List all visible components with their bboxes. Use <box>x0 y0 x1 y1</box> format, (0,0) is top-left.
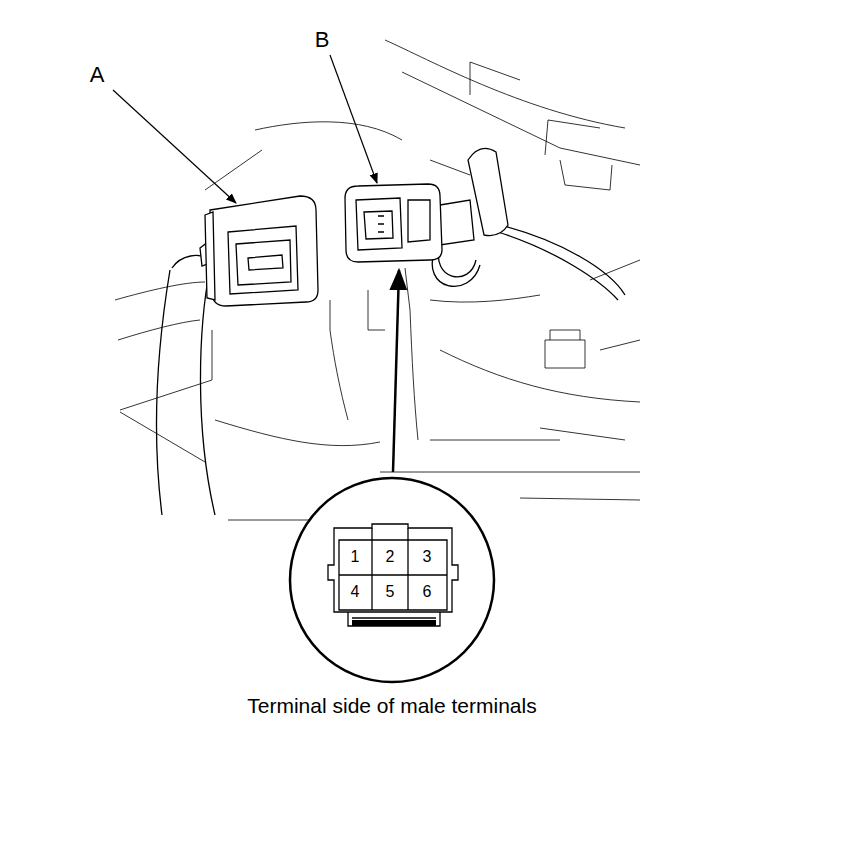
background-lines <box>115 40 640 520</box>
pin-number: 4 <box>351 584 360 600</box>
pin-number: 1 <box>351 549 360 565</box>
pin-number: 2 <box>386 549 395 565</box>
connector-a <box>157 196 318 515</box>
caption: Terminal side of male terminals <box>247 695 536 716</box>
part-letter: A <box>90 64 105 86</box>
connector-b <box>345 148 625 300</box>
leader-lines <box>113 55 377 203</box>
pin-number: 3 <box>423 549 432 565</box>
terminal-inset <box>290 478 494 682</box>
pin-number: 5 <box>386 584 395 600</box>
pin-number: 6 <box>423 584 432 600</box>
part-letter: B <box>315 29 330 51</box>
view-arrow <box>393 270 399 472</box>
